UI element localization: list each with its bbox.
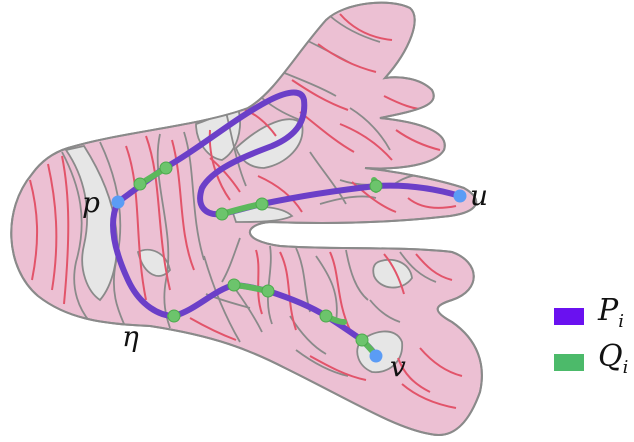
- endpoint-u: [453, 189, 467, 203]
- legend-label-Q: Qi: [598, 339, 629, 379]
- q-node: [133, 177, 147, 191]
- q-node: [319, 309, 333, 323]
- path-P-upper-loop: [115, 89, 463, 218]
- endpoints: [111, 189, 467, 363]
- q-node: [215, 207, 229, 221]
- q-node: [355, 333, 369, 347]
- legend-swatch-Q: [554, 354, 584, 371]
- q-nodes: [133, 161, 383, 347]
- label-eta: η: [122, 320, 139, 353]
- endpoint-p: [111, 195, 125, 209]
- q-node: [369, 179, 383, 193]
- q-node: [159, 161, 173, 175]
- q-node: [227, 278, 241, 292]
- region-outline: [10, 1, 483, 437]
- legend-label-P: Pi: [598, 293, 624, 333]
- q-node: [255, 197, 269, 211]
- label-v: v: [390, 350, 406, 383]
- q-node: [167, 309, 181, 323]
- hole-regions: [64, 106, 413, 374]
- legend-swatch-P: [554, 308, 584, 325]
- q-node: [261, 284, 275, 298]
- legend-item-P: Pi: [554, 292, 634, 338]
- label-u: u: [470, 179, 488, 212]
- legend-item-Q: Qi: [554, 338, 634, 384]
- label-p: p: [82, 186, 100, 219]
- endpoint-v: [369, 349, 383, 363]
- legend: Pi Qi: [554, 292, 634, 384]
- gray-curves: [61, 15, 441, 377]
